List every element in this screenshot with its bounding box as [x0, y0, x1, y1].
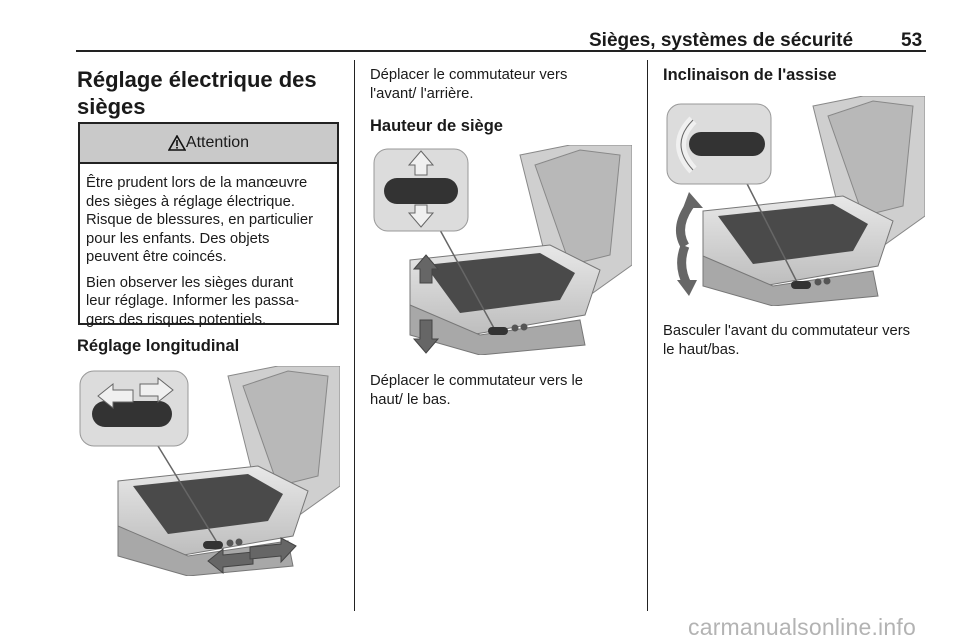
text-line: le haut/bas. [663, 341, 740, 358]
column-divider-2 [647, 60, 648, 611]
text-line: leur réglage. Informer les passa- [86, 293, 300, 309]
section-title-line1: Réglage électrique des [77, 67, 317, 92]
subtitle-tilt: Inclinaison de l'assise [663, 66, 837, 84]
warning-box: Attention Être prudent lors de la manœuv… [78, 122, 339, 328]
text-line: Déplacer le commutateur vers [370, 67, 568, 83]
text-line: gers des risques potentiels. [86, 311, 267, 328]
seat-illustration-height [370, 145, 632, 355]
section-title: Réglage électrique des sièges [77, 66, 317, 120]
subtitle-height: Hauteur de siège [370, 117, 503, 135]
header-rule [76, 50, 926, 52]
warning-paragraph-1: Être prudent lors de la manœuvre des siè… [86, 174, 331, 267]
running-header: Sièges, systèmes de sécurité [589, 30, 854, 51]
text-line: Risque de blessures, en particulier [86, 212, 314, 228]
text-line: Basculer l'avant du commutateur vers [663, 323, 911, 339]
seat-illustration-longitudinal [78, 366, 340, 576]
caption-tilt: Basculer l'avant du commutateur vers le … [663, 322, 910, 359]
intro-text: Déplacer le commutateur vers l'avant/ l'… [370, 66, 567, 103]
warning-header: Attention [80, 124, 337, 164]
subtitle-longitudinal: Réglage longitudinal [77, 337, 240, 355]
caption-height: Déplacer le commutateur vers le haut/ le… [370, 372, 583, 409]
text-line: pour les enfants. Des objets [86, 230, 270, 247]
page-number: 53 [901, 30, 923, 51]
warning-body: Être prudent lors de la manœuvre des siè… [80, 164, 337, 329]
text-line: des sièges à réglage électrique. [86, 193, 295, 210]
text-line: Déplacer le commutateur vers le [370, 373, 583, 389]
text-line: l'avant/ l'arrière. [370, 85, 474, 102]
text-line: Être prudent lors de la manœuvre [86, 175, 308, 191]
watermark: carmanualsonline.info [688, 614, 916, 640]
warning-label: Attention [185, 134, 250, 151]
seat-illustration-tilt [663, 96, 925, 306]
warning-triangle-icon [167, 135, 186, 151]
warning-paragraph-2: Bien observer les sièges durant leur rég… [86, 274, 331, 330]
text-line: Bien observer les sièges durant [86, 274, 294, 291]
section-title-line2: sièges [77, 94, 146, 119]
column-divider-1 [354, 60, 355, 611]
text-line: haut/ le bas. [370, 391, 451, 408]
text-line: peuvent être coincés. [86, 249, 227, 265]
